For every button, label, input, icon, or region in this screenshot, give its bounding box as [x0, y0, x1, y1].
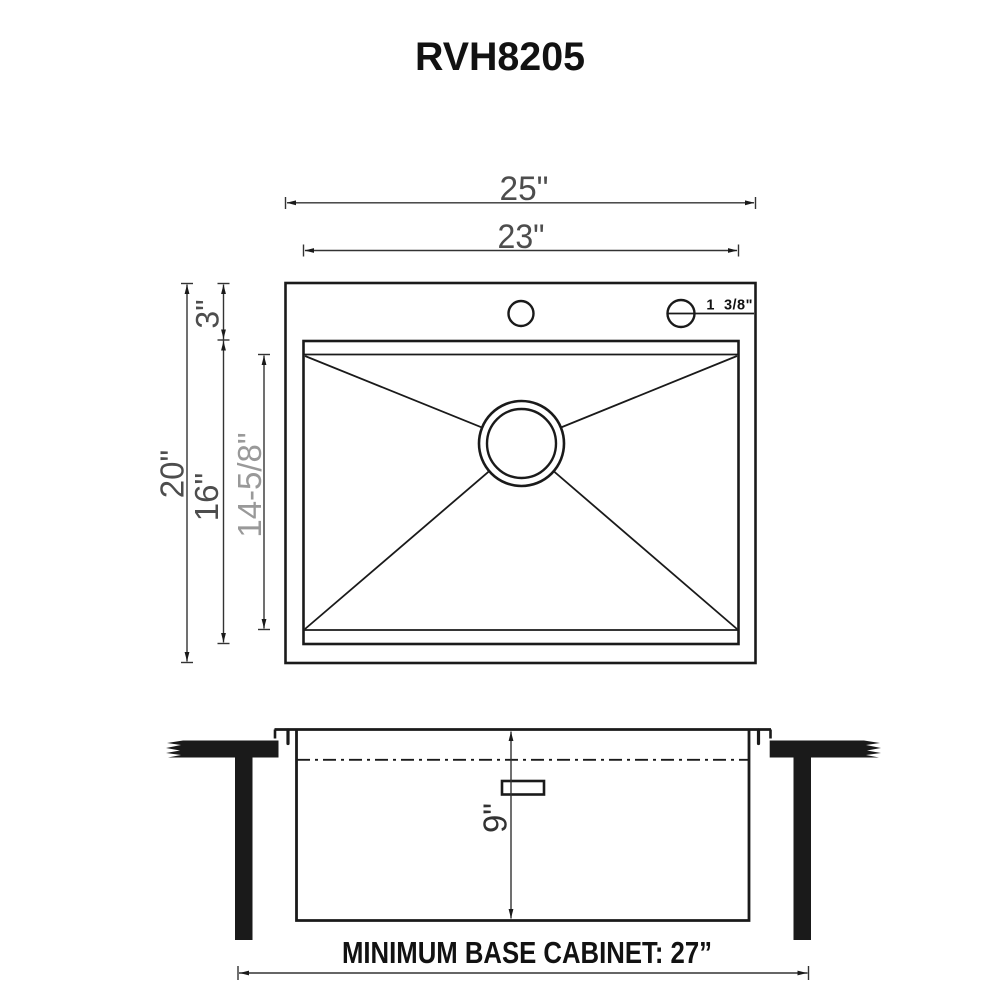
svg-text:16": 16" — [188, 473, 225, 521]
svg-text:25": 25" — [500, 170, 549, 208]
svg-text:20": 20" — [154, 450, 191, 498]
svg-text:MINIMUM BASE CABINET: 27”: MINIMUM BASE CABINET: 27” — [342, 935, 712, 970]
svg-text:9": 9" — [477, 803, 514, 833]
svg-text:1 3/8": 1 3/8" — [706, 298, 753, 314]
svg-text:RVH8205: RVH8205 — [415, 35, 585, 79]
svg-text:3": 3" — [190, 299, 226, 328]
svg-text:23": 23" — [498, 218, 545, 256]
svg-text:14-5/8": 14-5/8" — [231, 432, 268, 537]
